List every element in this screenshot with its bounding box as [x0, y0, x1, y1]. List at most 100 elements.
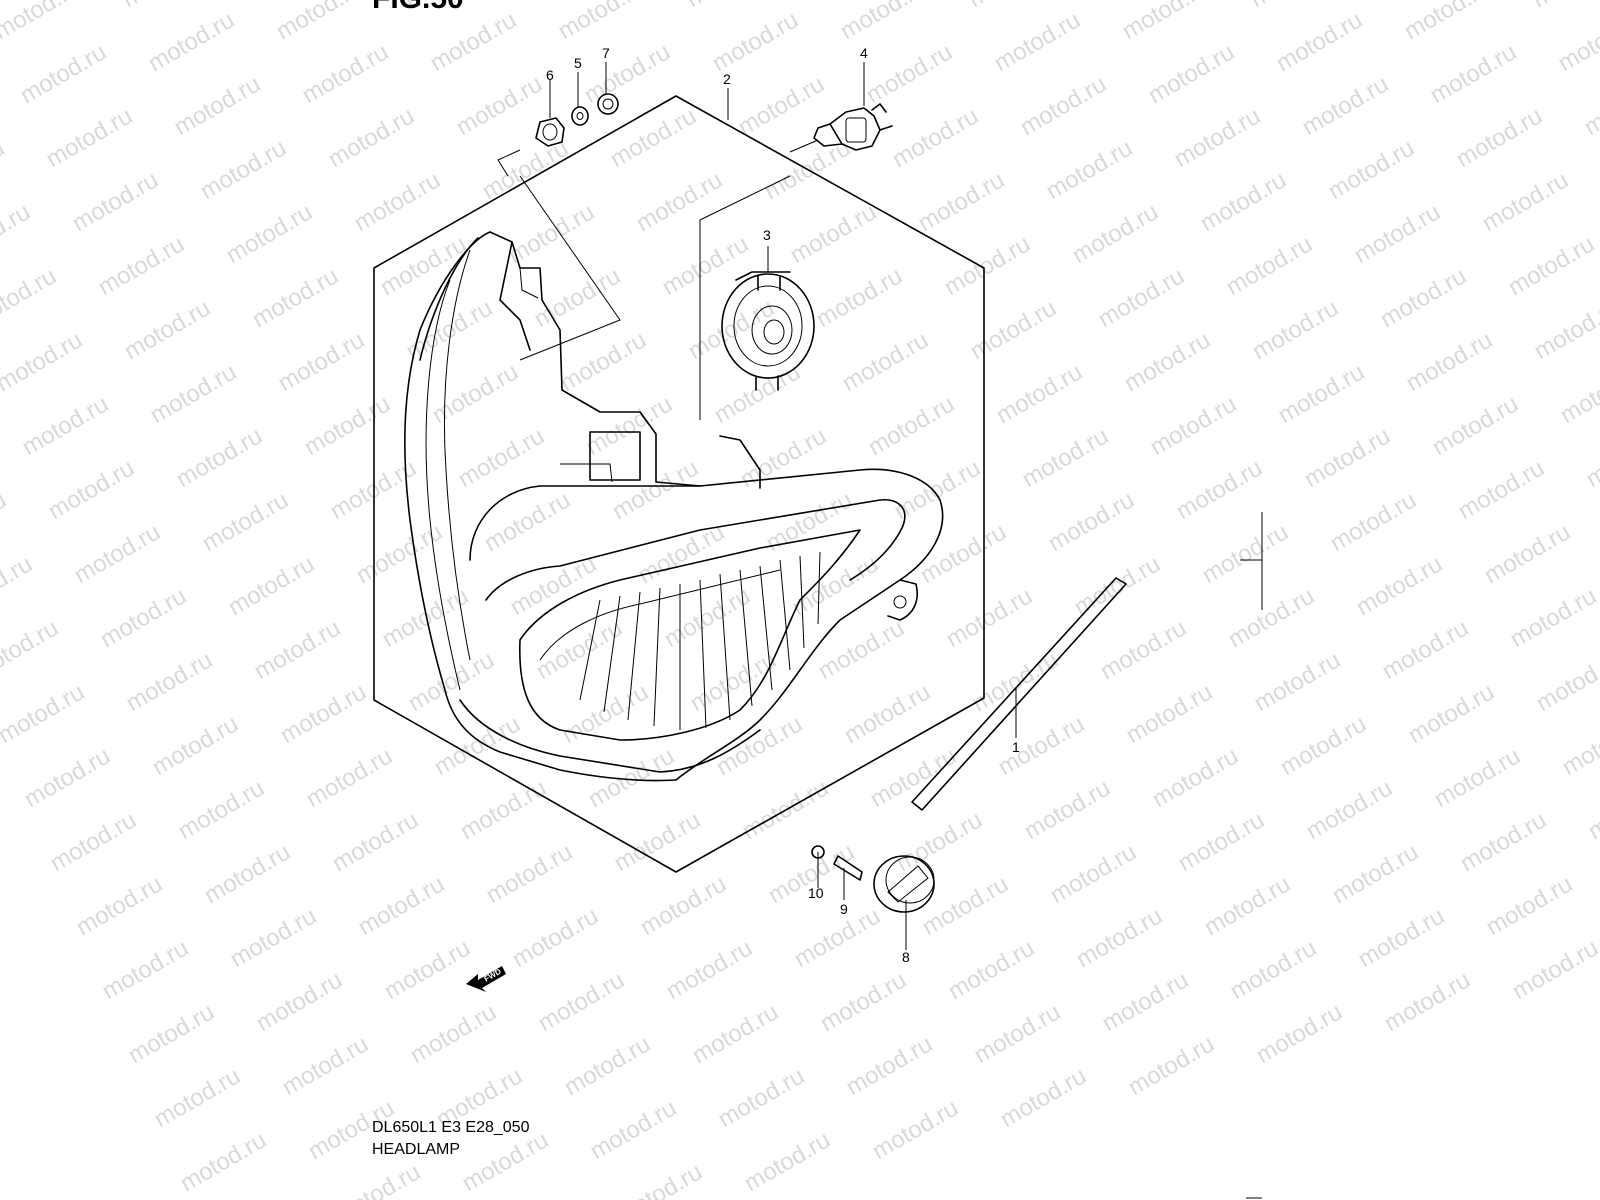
watermark-text: motod.ru	[1558, 710, 1600, 781]
callout-7: 7	[602, 45, 610, 61]
watermark-text: motod.ru	[914, 166, 1010, 237]
watermark-text: motod.ru	[0, 550, 37, 621]
watermark-text: motod.ru	[634, 518, 730, 589]
watermark-text: motod.ru	[964, 0, 1060, 13]
watermark-text: motod.ru	[1200, 870, 1296, 941]
watermark-text: motod.ru	[302, 742, 398, 813]
watermark-text: motod.ru	[428, 358, 524, 429]
watermark-text: motod.ru	[1378, 614, 1474, 685]
watermark-text: motod.ru	[226, 902, 322, 973]
watermark-text: motod.ru	[200, 838, 296, 909]
watermark-text: motod.ru	[762, 486, 858, 557]
watermark-text: motod.ru	[250, 614, 346, 685]
watermark-text: motod.ru	[1428, 390, 1524, 461]
watermark-text: motod.ru	[1430, 742, 1526, 813]
watermark-text: motod.ru	[580, 38, 676, 109]
watermark-text: motod.ru	[1072, 902, 1168, 973]
watermark-text: motod.ru	[1532, 646, 1600, 717]
watermark-text: motod.ru	[1020, 774, 1116, 845]
watermark-text: motod.ru	[1070, 550, 1166, 621]
watermark-text: motod.ru	[632, 166, 728, 237]
watermark-text: motod.ru	[582, 390, 678, 461]
watermark-text: motod.ru	[942, 582, 1038, 653]
watermark-text: motod.ru	[1452, 102, 1548, 173]
watermark-text: motod.ru	[170, 70, 266, 141]
watermark-text: motod.ru	[1198, 518, 1294, 589]
watermark-text: motod.ru	[298, 38, 394, 109]
watermark-text: motod.ru	[838, 326, 934, 397]
watermark-text: motod.ru	[480, 486, 576, 557]
watermark-text: motod.ru	[1276, 710, 1372, 781]
watermark-text: motod.ru	[1506, 582, 1600, 653]
watermark-text: motod.ru	[1482, 870, 1578, 941]
watermark-text: motod.ru	[1124, 1030, 1220, 1101]
watermark-text: motod.ru	[330, 1158, 426, 1200]
watermark-text: motod.ru	[148, 710, 244, 781]
watermark-text: motod.ru	[1120, 326, 1216, 397]
watermark-text: motod.ru	[1478, 166, 1574, 237]
watermark-text: motod.ru	[1098, 966, 1194, 1037]
watermark-text: motod.ru	[888, 102, 984, 173]
watermark-text: motod.ru	[174, 774, 270, 845]
watermark-text: motod.ru	[734, 70, 830, 141]
watermark-text: motod.ru	[176, 1126, 272, 1197]
reflector-assembly	[811, 845, 935, 913]
watermark-text: motod.ru	[836, 0, 932, 45]
watermark-text: motod.ru	[222, 198, 318, 269]
watermark-text: motod.ru	[740, 1126, 836, 1197]
watermark-text: motod.ru	[892, 806, 988, 877]
watermark-text: motod.ru	[994, 710, 1090, 781]
watermark-text: motod.ru	[584, 742, 680, 813]
watermark-text: motod.ru	[1300, 422, 1396, 493]
watermark-text: motod.ru	[554, 0, 650, 45]
watermark-text: motod.ru	[0, 262, 61, 333]
watermark-text: motod.ru	[790, 902, 886, 973]
watermark-text: motod.ru	[1044, 486, 1140, 557]
watermark-text: motod.ru	[816, 966, 912, 1037]
watermark-text: motod.ru	[1584, 774, 1600, 845]
watermark-text: motod.ru	[1016, 70, 1112, 141]
watermark-text: motod.ru	[146, 358, 242, 429]
watermark-text: motod.ru	[452, 70, 548, 141]
watermark-text: motod.ru	[508, 902, 604, 973]
watermark-text: motod.ru	[1456, 806, 1552, 877]
callout-1: 1	[1012, 739, 1020, 755]
watermark-text: motod.ru	[1274, 358, 1370, 429]
watermark-text: motod.ru	[122, 646, 218, 717]
watermark-text: motod.ru	[660, 582, 756, 653]
watermark-text: motod.ru	[380, 934, 476, 1005]
watermark-text: motod.ru	[324, 102, 420, 173]
watermark-text: motod.ru	[1118, 0, 1214, 45]
watermark-text: motod.ru	[70, 518, 166, 589]
watermark-text: motod.ru	[144, 6, 240, 77]
watermark-text: motod.ru	[198, 486, 294, 557]
watermark-text: motod.ru	[506, 550, 602, 621]
watermark-text: motod.ru	[454, 422, 550, 493]
figure-name: HEADLAMP	[372, 1141, 461, 1158]
watermark-text: motod.ru	[684, 294, 780, 365]
watermark-text: motod.ru	[150, 1062, 246, 1133]
watermark-text: motod.ru	[0, 678, 89, 749]
watermark-text: motod.ru	[1326, 486, 1422, 557]
callout-5: 5	[574, 55, 582, 71]
watermark-text: motod.ru	[68, 166, 164, 237]
watermark-text: motod.ru	[868, 1094, 964, 1165]
watermark-text: motod.ru	[1400, 0, 1496, 45]
assembly-outline	[373, 95, 985, 873]
watermark-text: motod.ru	[940, 230, 1036, 301]
callout-10: 10	[808, 885, 824, 901]
watermark-text: motod.ru	[944, 934, 1040, 1005]
watermark-text: motod.ru	[970, 998, 1066, 1069]
watermark-text: motod.ru	[862, 38, 958, 109]
watermark-text: motod.ru	[16, 38, 112, 109]
watermark-text: motod.ru	[966, 294, 1062, 365]
watermark-text: motod.ru	[1530, 294, 1600, 365]
watermark-text: motod.ru	[682, 0, 778, 13]
watermark-text: motod.ru	[1148, 742, 1244, 813]
watermark-text: motod.ru	[1174, 806, 1270, 877]
watermark-text: motod.ru	[636, 870, 732, 941]
watermark-text: motod.ru	[124, 998, 220, 1069]
watermark-text: motod.ru	[1196, 166, 1292, 237]
watermark-text: motod.ru	[1302, 774, 1398, 845]
